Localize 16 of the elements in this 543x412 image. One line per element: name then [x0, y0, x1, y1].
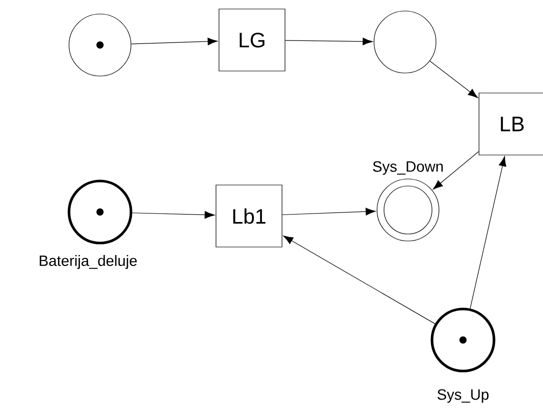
arrow: [285, 38, 373, 46]
arrow: [470, 156, 506, 309]
arrow: [130, 38, 218, 46]
arrow: [430, 60, 478, 98]
transition-box: LB: [478, 92, 543, 156]
transition-box: Lb1: [216, 184, 282, 248]
arrow: [282, 208, 376, 216]
arrow: [283, 236, 436, 324]
place-label: Baterija_deluje: [40, 255, 137, 269]
place-circle: [374, 10, 436, 74]
arrow: [432, 151, 479, 190]
transition-box: LG: [218, 8, 286, 72]
arrow: [132, 211, 215, 219]
place-label: Sys_Down: [372, 161, 443, 175]
place-label: Sys_Up: [438, 389, 489, 403]
token-place: [68, 14, 132, 76]
